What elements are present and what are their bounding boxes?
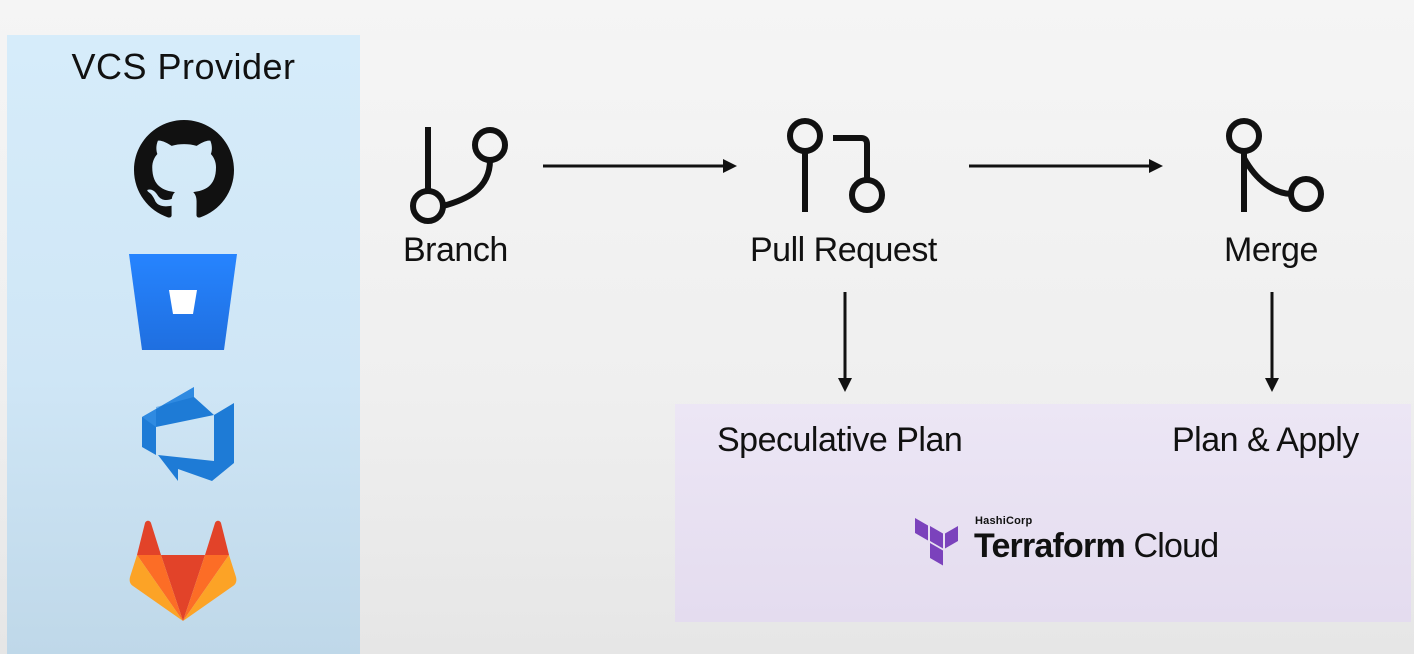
hashicorp-label: HashiCorp <box>975 515 1033 527</box>
git-merge-icon <box>1226 118 1324 212</box>
gitlab-icon <box>129 520 237 621</box>
bitbucket-icon <box>129 254 237 350</box>
terraform-logo-icon <box>915 518 958 566</box>
step-label-merge: Merge <box>1224 231 1318 269</box>
vcs-provider-panel: VCS Provider <box>7 35 360 654</box>
terraform-cloud-panel <box>675 404 1411 622</box>
terraform-cloud-wordmark: Terraform Cloud <box>974 527 1220 566</box>
outcome-label-plan-and-apply: Plan & Apply <box>1172 421 1359 459</box>
outcome-label-speculative-plan: Speculative Plan <box>717 421 963 459</box>
vcs-provider-title: VCS Provider <box>71 46 296 87</box>
terraform-wordmark-cloud: Cloud <box>1133 527 1220 565</box>
arrow-branch-to-pull-request <box>543 159 737 173</box>
step-label-pull-request: Pull Request <box>750 231 937 269</box>
arrow-pull-request-to-merge <box>969 159 1163 173</box>
arrow-merge-to-plan-apply <box>1265 292 1279 392</box>
terraform-wordmark-bold: Terraform <box>974 527 1126 565</box>
arrow-pull-request-to-speculative-plan <box>838 292 852 392</box>
git-pull-request-icon <box>787 118 885 213</box>
git-branch-icon <box>410 127 508 224</box>
azure-devops-icon <box>142 387 234 481</box>
step-label-branch: Branch <box>403 231 508 269</box>
github-icon <box>134 120 234 218</box>
